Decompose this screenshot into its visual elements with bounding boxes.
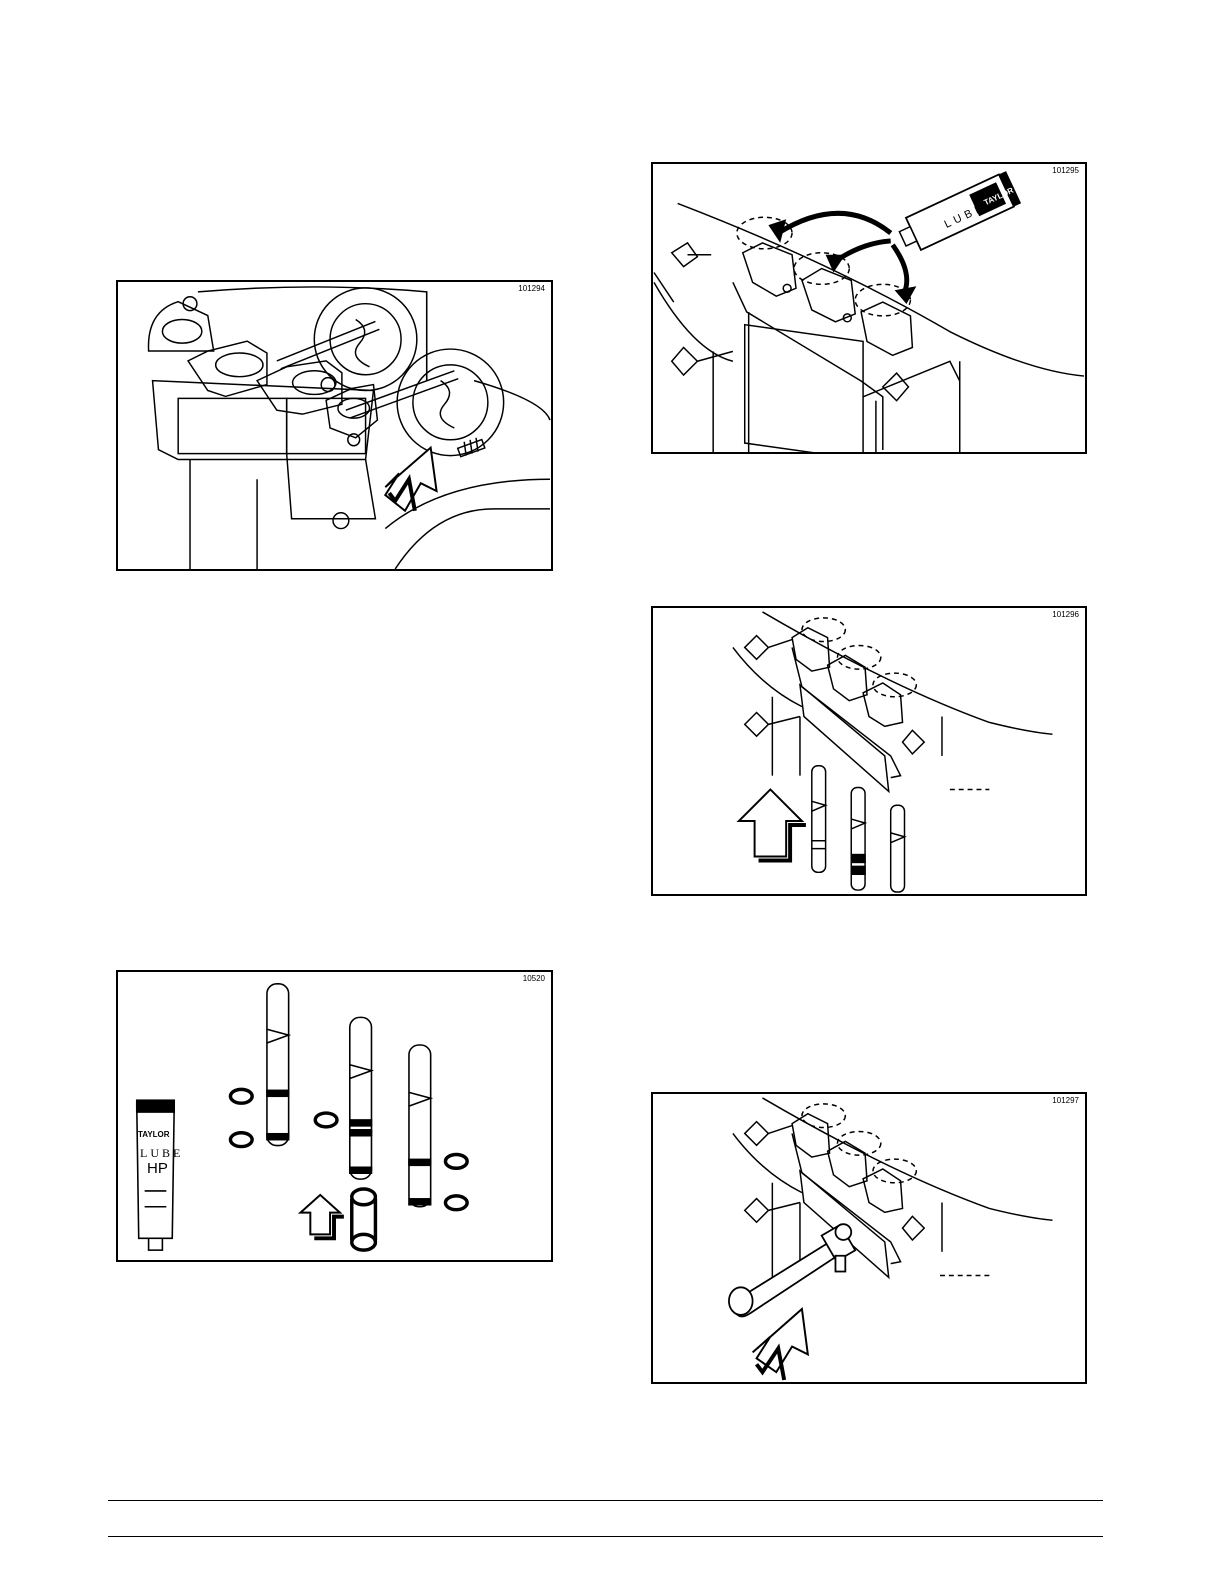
footer-rule-top xyxy=(108,1500,1103,1501)
lube-application-illustration xyxy=(653,164,1085,452)
footer-rule-bottom xyxy=(108,1536,1103,1537)
figure-101294: 101294 xyxy=(116,280,553,571)
up-arrow xyxy=(300,1195,343,1238)
draw-handle xyxy=(729,1224,855,1316)
draw-valves-orings-illustration xyxy=(118,972,551,1260)
up-arrow xyxy=(739,789,806,860)
valve-assembly-illustration xyxy=(118,282,551,569)
tube-variant-text: HP xyxy=(147,1160,168,1177)
draw-valve-insertion-illustration xyxy=(653,608,1085,894)
figure-101297: 101297 xyxy=(651,1092,1087,1384)
figure-101295: 101295 xyxy=(651,162,1087,454)
figure-10520: 10520 xyxy=(116,970,553,1262)
tube-product-text: LUBE xyxy=(140,1146,183,1161)
handle-installation-illustration xyxy=(653,1094,1085,1382)
tube-brand-text: TAYLOR xyxy=(138,1130,170,1139)
o-rings xyxy=(230,1089,467,1250)
figure-101296: 101296 xyxy=(651,606,1087,896)
direction-arrow xyxy=(753,1309,808,1380)
